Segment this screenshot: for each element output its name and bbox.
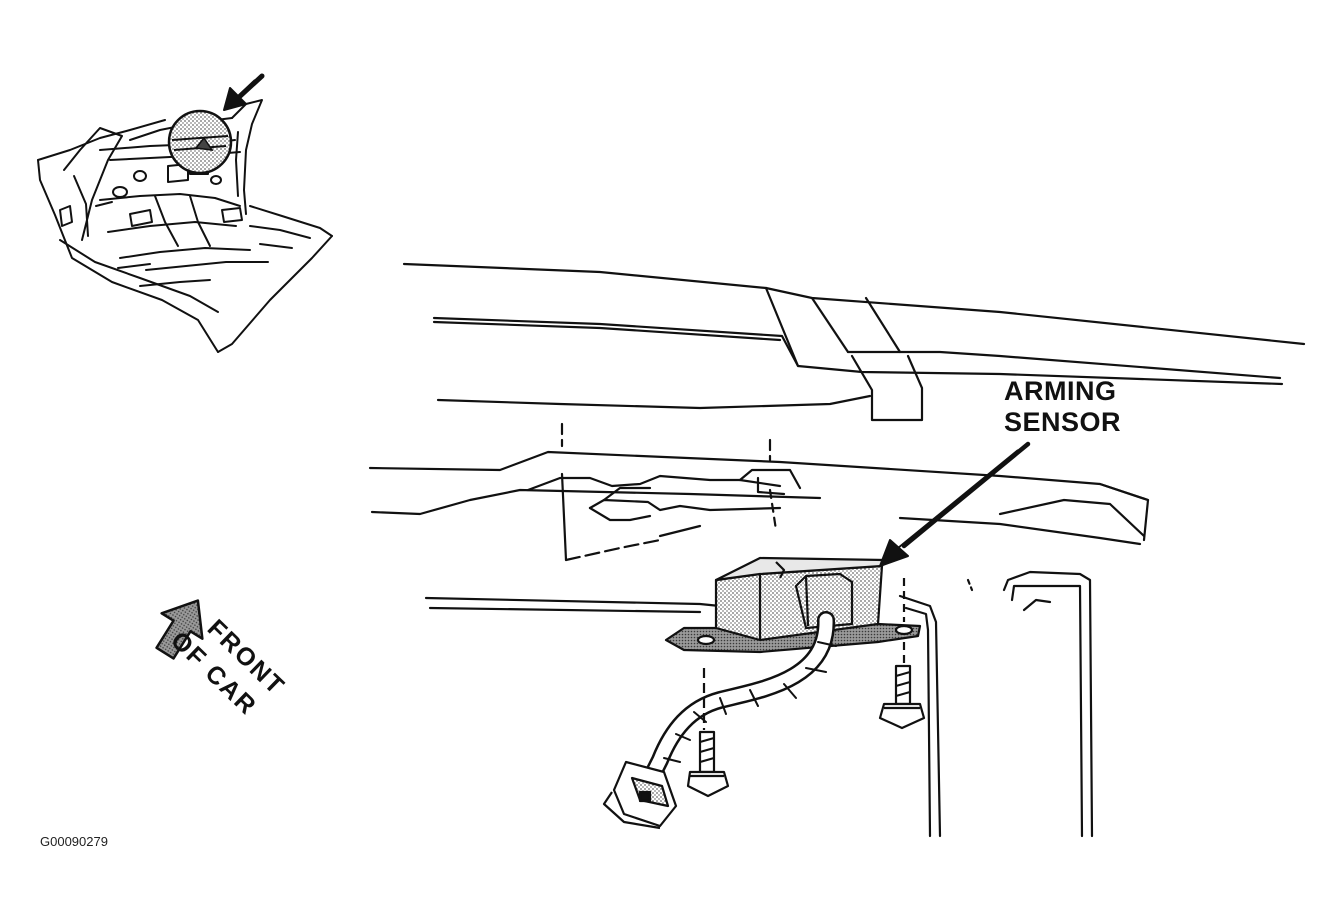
figure-id: G00090279 bbox=[40, 834, 108, 849]
direction-arrow-icon bbox=[155, 599, 204, 660]
callout-leader-arrow bbox=[879, 441, 1031, 567]
wire-harness bbox=[641, 611, 837, 789]
arming-sensor-module bbox=[664, 556, 922, 654]
bolt-icon bbox=[686, 668, 730, 798]
electrical-connector-icon bbox=[602, 760, 678, 830]
instrument-panel-structure bbox=[368, 262, 1306, 838]
arming-sensor-label-line2: SENSOR bbox=[1004, 407, 1122, 437]
arming-sensor-label-line1: ARMING bbox=[1004, 376, 1117, 406]
bolt-icon bbox=[878, 578, 926, 730]
diagonal-arrow-icon bbox=[223, 73, 265, 111]
locator-highlight bbox=[167, 109, 233, 175]
